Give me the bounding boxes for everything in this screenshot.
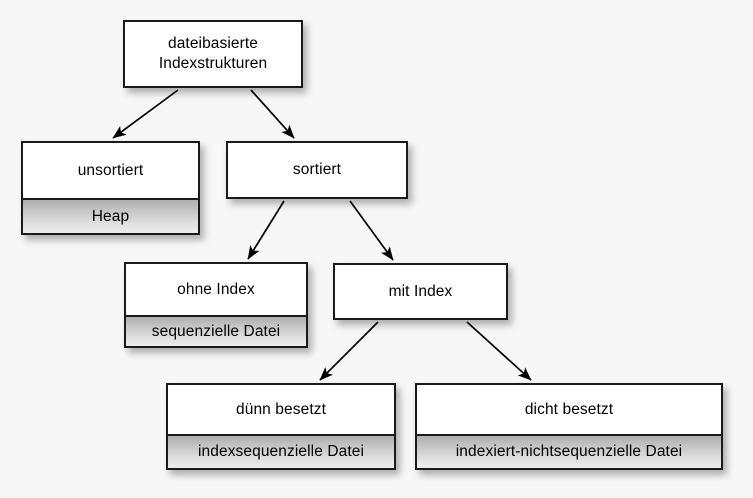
node-ohne-index-title: ohne Index — [126, 264, 306, 315]
arrow-root-to-sortiert — [250, 89, 295, 139]
node-dicht-besetzt-subtitle: indexiert-nichtsequenzielle Datei — [417, 434, 721, 468]
node-ohne-index-subtitle: sequenzielle Datei — [126, 315, 306, 346]
arrow-sortiert-to-mit-index — [349, 200, 394, 261]
arrow-mit-index-to-duenn — [319, 321, 379, 381]
node-duenn-besetzt-subtitle: indexsequenzielle Datei — [168, 434, 394, 468]
node-root-title: dateibasierte Indexstrukturen — [125, 22, 301, 86]
arrow-root-to-unsortiert — [112, 89, 179, 139]
node-mit-index[interactable]: mit Index — [333, 263, 508, 320]
node-duenn-besetzt-title: dünn besetzt — [168, 385, 394, 434]
arrow-sortiert-to-ohne-index — [247, 200, 285, 260]
node-unsortiert-title: unsortiert — [23, 143, 198, 198]
node-sortiert-title: sortiert — [228, 143, 406, 197]
node-mit-index-title: mit Index — [335, 265, 506, 318]
arrow-mit-index-to-dicht — [466, 321, 532, 381]
node-unsortiert-subtitle: Heap — [23, 198, 198, 233]
node-root[interactable]: dateibasierte Indexstrukturen — [123, 20, 303, 88]
node-sortiert[interactable]: sortiert — [226, 141, 408, 199]
node-dicht-besetzt-title: dicht besetzt — [417, 385, 721, 434]
